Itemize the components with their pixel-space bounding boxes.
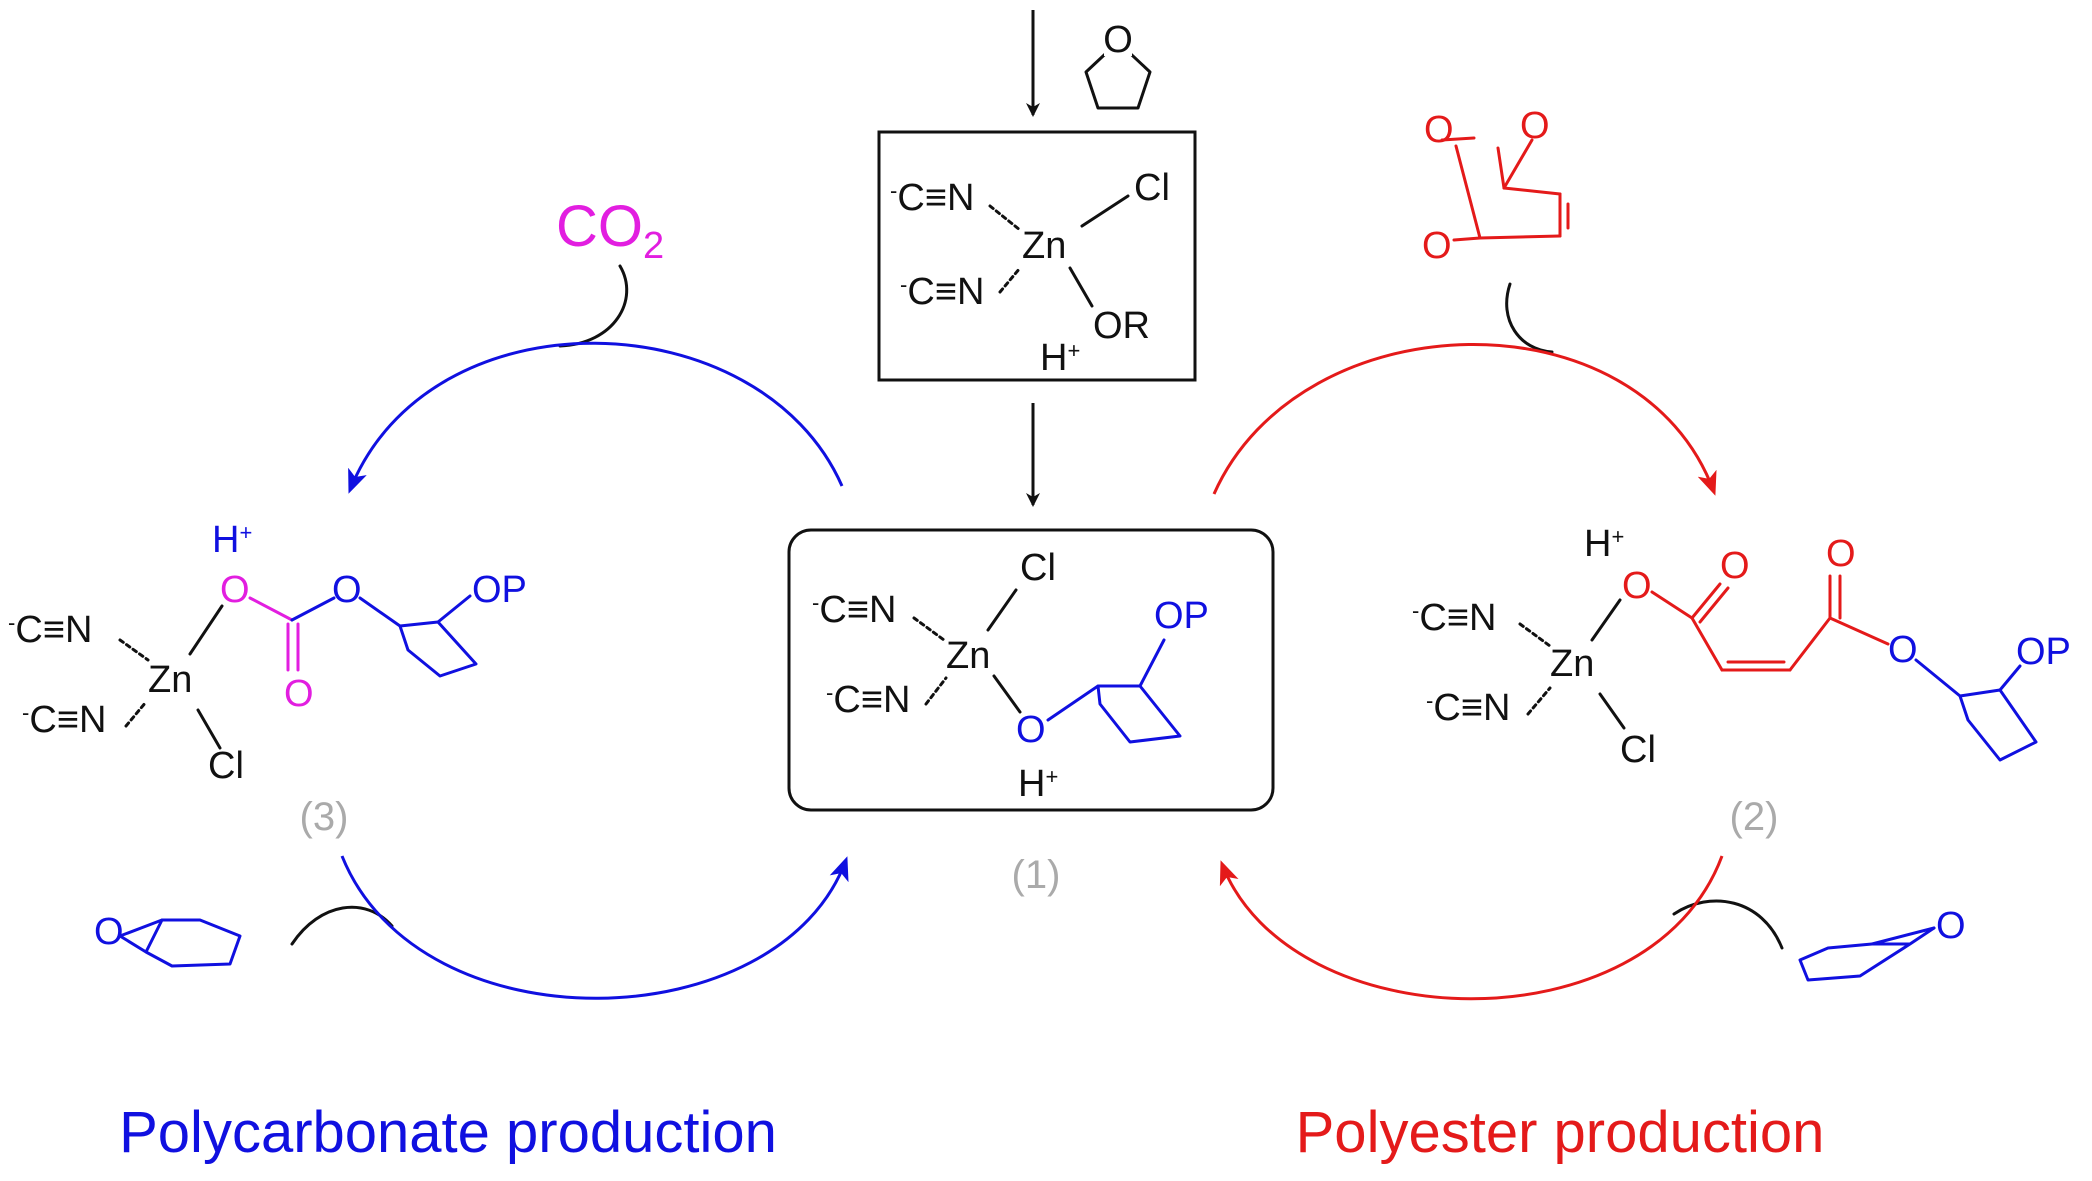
arrow-co2-insertion (348, 341, 844, 494)
cyclohexene-oxide-right: O (1672, 899, 1966, 982)
svg-text:O: O (1720, 545, 1750, 587)
svg-text:-C≡N: -C≡N (826, 679, 910, 721)
svg-text:H+: H+ (212, 519, 252, 561)
svg-text:O: O (1016, 709, 1046, 751)
svg-text:-C≡N: -C≡N (812, 589, 896, 631)
arrow-epoxide-ring-opening-left (340, 855, 849, 1000)
svg-text:Cl: Cl (1620, 729, 1656, 771)
polycarbonate-title: Polycarbonate production (119, 1100, 777, 1165)
svg-text:-C≡N: -C≡N (1412, 597, 1496, 639)
label-1: (1) (1012, 853, 1061, 897)
svg-text:Cl: Cl (1020, 547, 1056, 589)
svg-text:Zn: Zn (148, 659, 192, 701)
arrow-anhydride-insertion (1212, 343, 1717, 496)
svg-text:Zn: Zn (946, 635, 990, 677)
compound-2: -C≡N -C≡N Zn Cl H+ O O O O OP (2) (1412, 523, 2071, 839)
svg-text:Zn: Zn (1550, 643, 1594, 685)
svg-text:O: O (1888, 629, 1918, 671)
compound-1: -C≡N -C≡N Zn Cl OP O H+ (1) (787, 528, 1275, 897)
svg-text:-C≡N: -C≡N (890, 177, 974, 219)
svg-text:O: O (1424, 109, 1454, 151)
co2-reagent: CO2 (556, 194, 664, 348)
svg-text:O: O (1826, 533, 1856, 575)
svg-text:H+: H+ (1040, 337, 1080, 379)
compound-3: -C≡N -C≡N Zn Cl H+ O O O OP (3) (8, 519, 527, 839)
svg-text:-C≡N: -C≡N (8, 609, 92, 651)
svg-text:-C≡N: -C≡N (1426, 687, 1510, 729)
svg-text:O: O (94, 911, 124, 953)
label-2: (2) (1730, 795, 1779, 839)
svg-text:O: O (1622, 565, 1652, 607)
svg-text:Cl: Cl (208, 745, 244, 787)
svg-text:-C≡N: -C≡N (900, 271, 984, 313)
arrow-epoxide-ring-opening-right (1219, 855, 1724, 1001)
thf-ring: O (1084, 19, 1152, 110)
svg-text:O: O (1422, 225, 1452, 267)
svg-text:O: O (220, 569, 250, 611)
svg-text:-C≡N: -C≡N (22, 699, 106, 741)
label-3: (3) (300, 795, 349, 839)
precursor-complex: -C≡N -C≡N Zn Cl OR H+ (877, 130, 1197, 382)
svg-text:O: O (1520, 105, 1550, 147)
svg-text:O: O (284, 673, 314, 715)
svg-text:OP: OP (2016, 631, 2071, 673)
svg-text:OP: OP (1154, 595, 1209, 637)
cyclohexene-oxide-left: O (94, 905, 394, 968)
chloride: Cl (1134, 167, 1170, 209)
svg-text:OP: OP (472, 569, 527, 611)
zinc-atom: Zn (1022, 225, 1066, 267)
maleic-anhydride-reagent: O O O (1422, 105, 1570, 354)
thf-oxygen: O (1103, 19, 1133, 61)
svg-text:O: O (332, 569, 362, 611)
svg-text:O: O (1936, 905, 1966, 947)
svg-text:H+: H+ (1584, 523, 1624, 565)
polyester-title: Polyester production (1296, 1100, 1825, 1165)
thf-input: O (1026, 10, 1152, 507)
svg-text:CO2: CO2 (556, 194, 664, 267)
svg-text:H+: H+ (1018, 763, 1058, 805)
alkoxide-or: OR (1093, 305, 1150, 347)
